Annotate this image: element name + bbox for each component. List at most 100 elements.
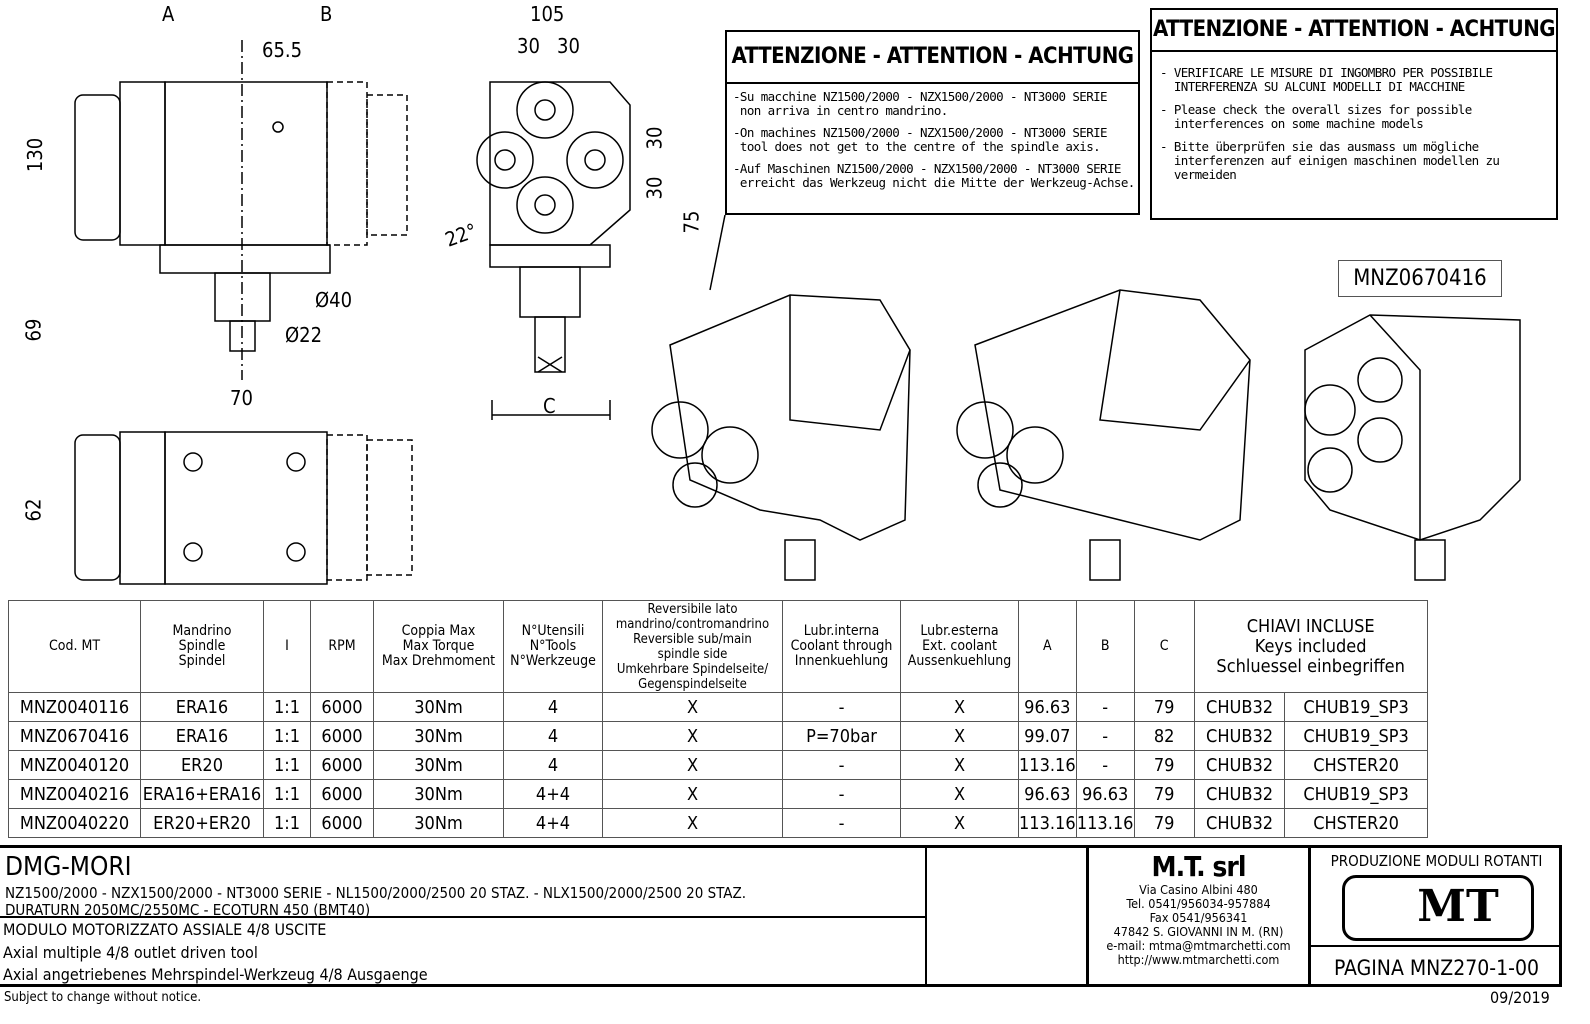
cell: 6000 (310, 750, 374, 780)
cell: 30Nm (373, 721, 504, 751)
machines-line-1: NZ1500/2000 - NZX1500/2000 - NT3000 SERI… (5, 884, 746, 902)
dim-dia-22: Ø22 (285, 323, 323, 347)
cell: CHUB19_SP3 (1284, 721, 1428, 751)
attention-title: ATTENZIONE - ATTENTION - ACHTUNG (727, 32, 1138, 84)
cell: CHUB19_SP3 (1284, 692, 1428, 722)
cell: 30Nm (373, 808, 504, 838)
col-header: Lubr.interna Coolant through Innenkuehlu… (782, 600, 901, 693)
iso-view-label: MNZ0670416 (1338, 260, 1502, 297)
notice: Subject to change without notice. (4, 990, 202, 1005)
dim-30-left: 30 (517, 34, 540, 58)
spec-table: Cod. MT Mandrino Spindle Spindel I RPM C… (8, 600, 1428, 838)
col-header: C (1133, 600, 1195, 693)
cell: CHUB32 (1193, 721, 1286, 751)
col-header: B (1075, 600, 1135, 693)
cell: 1:1 (263, 779, 311, 809)
cell: 6000 (310, 779, 374, 809)
cell: X (602, 692, 783, 722)
phone: Tel. 0541/956034-957884 (1126, 896, 1271, 911)
attention-note-en: - Please check the overall sizes for pos… (1160, 102, 1472, 131)
dim-105: 105 (530, 2, 565, 26)
cell: 113.16 (1075, 808, 1135, 838)
cell: 6000 (310, 808, 374, 838)
city: 47842 S. GIOVANNI IN M. (RN) (1113, 924, 1284, 939)
attention-note-it: -Su macchine NZ1500/2000 - NZX1500/2000 … (733, 89, 1108, 118)
cell: MNZ0040220 (8, 808, 141, 838)
cell: 113.16 (1018, 808, 1077, 838)
mt-logo: MT (1342, 875, 1534, 941)
cell: CHUB32 (1193, 808, 1286, 838)
company-info: M.T. srl Via Casino Albini 480 Tel. 0541… (1089, 850, 1308, 967)
company-name: M.T. srl (1151, 850, 1247, 883)
cell: 6000 (310, 692, 374, 722)
cell: 79 (1133, 692, 1195, 722)
cell: ER20+ER20 (140, 808, 264, 838)
dim-30-lower: 30 (642, 176, 667, 200)
dim-65-5: 65.5 (262, 38, 303, 62)
cell: X (900, 721, 1019, 751)
address-line: Via Casino Albini 480 (1139, 882, 1258, 897)
cell: X (900, 808, 1019, 838)
date: 09/2019 (1490, 988, 1550, 1007)
machines-line-2: DURATURN 2050MC/2550MC - ECOTURN 450 (BM… (5, 901, 371, 919)
table-header-row: Cod. MT Mandrino Spindle Spindel I RPM C… (8, 600, 1428, 693)
cell: 1:1 (263, 692, 311, 722)
dim-75: 75 (679, 210, 704, 234)
dim-c: C (543, 394, 556, 418)
cell: 4 (503, 750, 603, 780)
dim-a: A (162, 2, 175, 26)
col-header: Lubr.esterna Ext. coolant Aussenkuehlung (900, 600, 1019, 693)
attention-box-machines: ATTENZIONE - ATTENTION - ACHTUNG -Su mac… (725, 30, 1140, 215)
dim-b: B (320, 2, 333, 26)
cell: 1:1 (263, 808, 311, 838)
dim-69: 69 (21, 318, 46, 342)
col-header: Reversibile lato mandrino/contromandrino… (602, 600, 783, 693)
col-header: N°Utensili N°Tools N°Werkzeuge (503, 600, 603, 693)
dim-30-right: 30 (557, 34, 580, 58)
attention-box-sizes: ATTENZIONE - ATTENTION - ACHTUNG - VERIF… (1150, 8, 1558, 220)
description-de: Axial angetriebenes Mehrspindel-Werkzeug… (3, 965, 428, 984)
cell: 96.63 (1018, 779, 1077, 809)
cell: - (1075, 692, 1135, 722)
cell: CHUB32 (1193, 779, 1286, 809)
dim-dia-40: Ø40 (315, 288, 353, 312)
cell: 79 (1133, 750, 1195, 780)
cell: - (1075, 750, 1135, 780)
email: e-mail: mtma@mtmarchetti.com (1106, 938, 1291, 953)
cell: 113.16 (1018, 750, 1077, 780)
cell: MNZ0670416 (8, 721, 141, 751)
page-code: PAGINA MNZ270-1-00 (1334, 956, 1539, 980)
cell: 30Nm (373, 750, 504, 780)
cell: - (782, 692, 901, 722)
dim-62: 62 (21, 498, 46, 522)
fax: Fax 0541/956341 (1149, 910, 1248, 925)
attention-note-en: -On machines NZ1500/2000 - NZX1500/2000 … (733, 125, 1108, 154)
cell: 30Nm (373, 779, 504, 809)
attention-note-de: - Bitte überprüfen sie das ausmass um mö… (1160, 139, 1500, 182)
technical-drawings (74, 40, 1521, 585)
title-block: DMG-MORI NZ1500/2000 - NZX1500/2000 - NT… (0, 845, 1562, 987)
cell: X (602, 750, 783, 780)
cell: X (602, 779, 783, 809)
cell: - (782, 779, 901, 809)
cell: P=70bar (782, 721, 901, 751)
cell: ERA16 (140, 721, 264, 751)
front-view (476, 81, 726, 420)
side-view (74, 40, 408, 380)
cell: CHSTER20 (1284, 808, 1428, 838)
logo-text: MT (1417, 881, 1499, 932)
cell: X (900, 750, 1019, 780)
brand-name: DMG-MORI (5, 852, 132, 882)
cell: 82 (1133, 721, 1195, 751)
cell: 30Nm (373, 692, 504, 722)
isometric-views (651, 289, 1521, 581)
cell: 79 (1133, 808, 1195, 838)
attention-note-de: -Auf Maschinen NZ1500/2000 - NZX1500/200… (733, 161, 1135, 190)
cell: X (900, 779, 1019, 809)
description-en: Axial multiple 4/8 outlet driven tool (3, 943, 258, 962)
cell: - (782, 808, 901, 838)
